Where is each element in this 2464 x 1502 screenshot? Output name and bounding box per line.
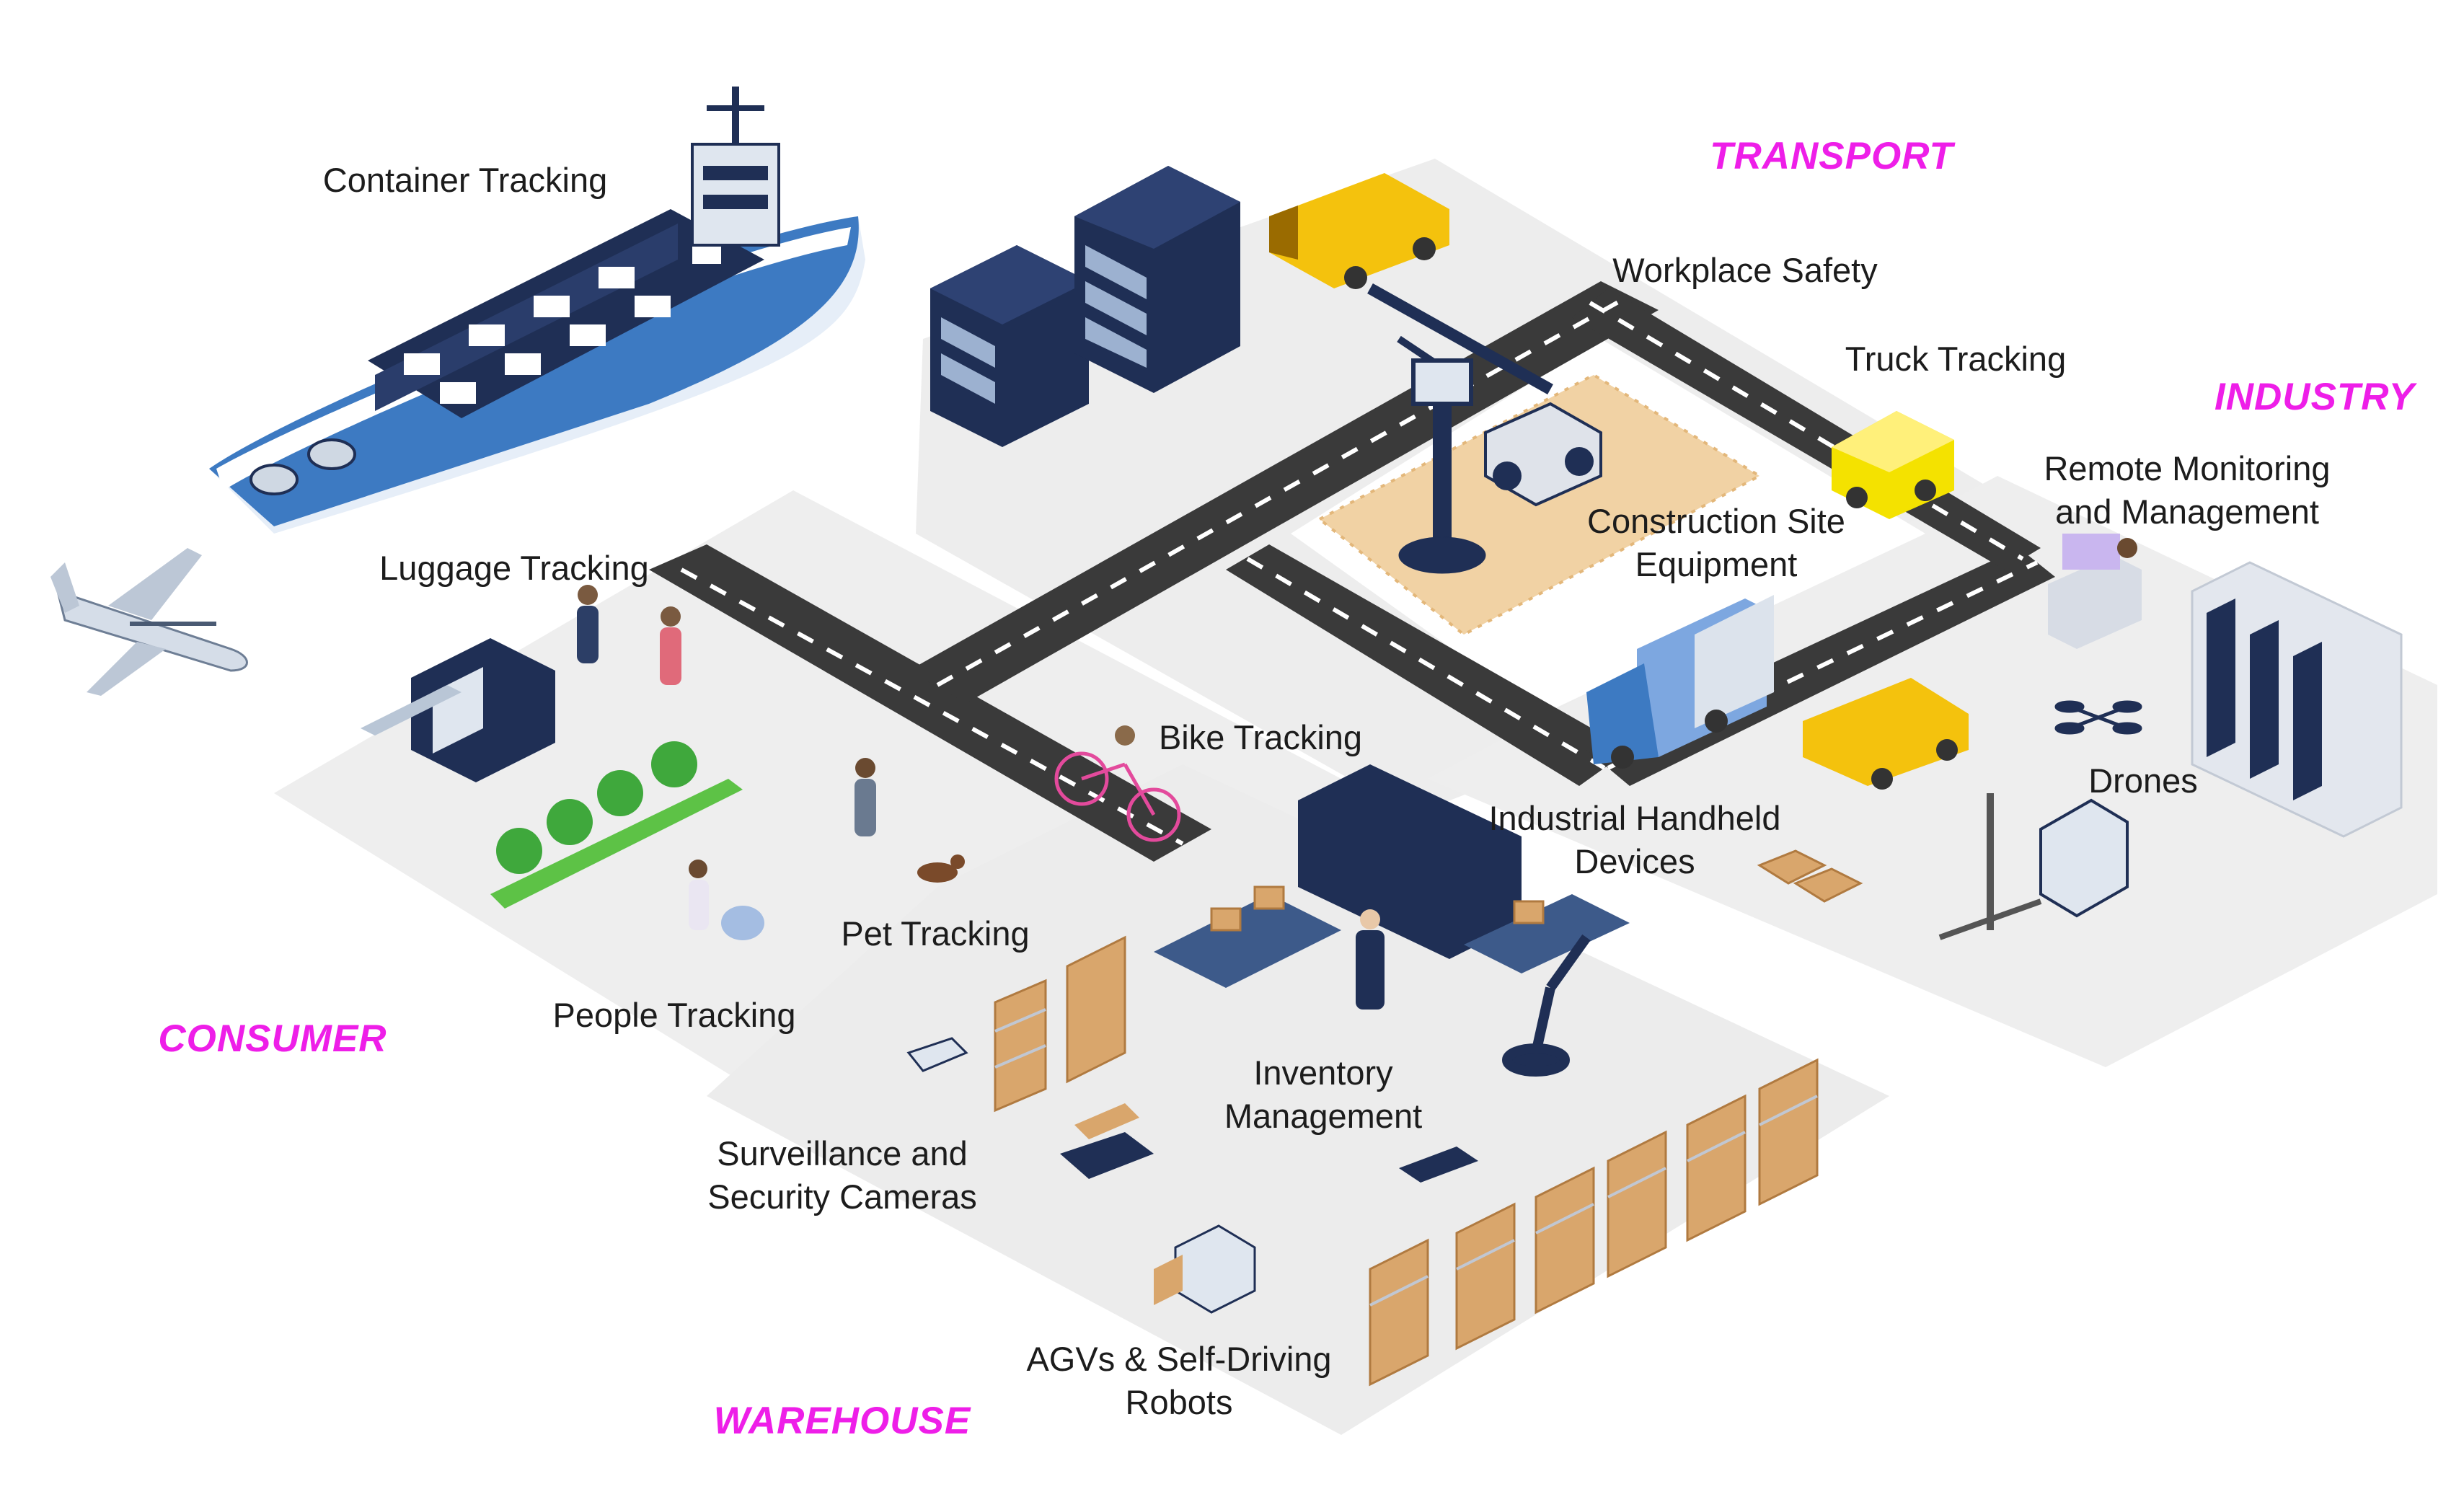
warehouse-forklift xyxy=(1154,1224,1256,1314)
trees-strip xyxy=(490,741,743,909)
ship-containers xyxy=(368,209,764,418)
label-remote-monitoring: Remote Monitoring and Management xyxy=(2044,449,2331,531)
warehouse-shelves xyxy=(994,935,1819,1387)
industry-platform xyxy=(1428,476,2437,1067)
tower-crane-illustration xyxy=(1367,283,1553,574)
label-drones: Drones xyxy=(2088,761,2198,800)
label-truck-tracking: Truck Tracking xyxy=(1845,340,2067,378)
yellow-van-industry xyxy=(1803,678,1969,790)
luggage-scanner xyxy=(361,638,555,782)
label-pet-tracking: Pet Tracking xyxy=(841,914,1030,953)
airplane-illustration xyxy=(50,548,248,696)
label-agvs-self-driving-robots: AGVs & Self-Driving Robots xyxy=(1026,1340,1332,1421)
people-figures xyxy=(577,585,876,940)
server-racks xyxy=(2191,561,2403,838)
conveyor-station xyxy=(1154,764,1630,1010)
label-container-tracking: Container Tracking xyxy=(322,161,608,199)
category-industry: INDUSTRY xyxy=(2214,376,2415,418)
blue-box-truck xyxy=(1586,595,1774,769)
yellow-truck xyxy=(1832,411,1954,519)
construction-robot xyxy=(1484,402,1602,507)
parcel-boxes xyxy=(1757,849,1863,903)
label-surveillance-security-cameras: Surveillance and Security Cameras xyxy=(707,1134,977,1216)
remote-monitoring-desk xyxy=(2048,534,2142,649)
forklift-industry xyxy=(1938,793,2129,940)
label-industrial-handheld-devices: Industrial Handheld Devices xyxy=(1488,799,1781,880)
label-people-tracking: People Tracking xyxy=(552,996,796,1034)
label-construction-site-equipment: Construction Site Equipment xyxy=(1587,502,1845,583)
yellow-van-transport xyxy=(1269,173,1449,289)
category-consumer: CONSUMER xyxy=(158,1017,387,1060)
label-workplace-safety: Workplace Safety xyxy=(1612,251,1878,289)
label-bike-tracking: Bike Tracking xyxy=(1158,718,1363,756)
label-inventory-management: Inventory Management xyxy=(1224,1053,1423,1135)
robot-arm xyxy=(1502,934,1591,1077)
ship-bridge-tower xyxy=(691,87,780,247)
office-buildings xyxy=(930,166,1240,447)
ship-tanks xyxy=(250,438,356,495)
category-transport: TRANSPORT xyxy=(1710,135,1953,177)
label-luggage-tracking: Luggage Tracking xyxy=(379,549,649,587)
category-warehouse: WAREHOUSE xyxy=(713,1400,971,1442)
bicycle xyxy=(1054,725,1181,842)
container-ship-illustration xyxy=(209,87,865,534)
agv-robots xyxy=(1060,1103,1478,1183)
dog xyxy=(917,854,965,883)
drone-illustration xyxy=(2054,700,2142,735)
surveillance-camera xyxy=(906,1037,968,1072)
